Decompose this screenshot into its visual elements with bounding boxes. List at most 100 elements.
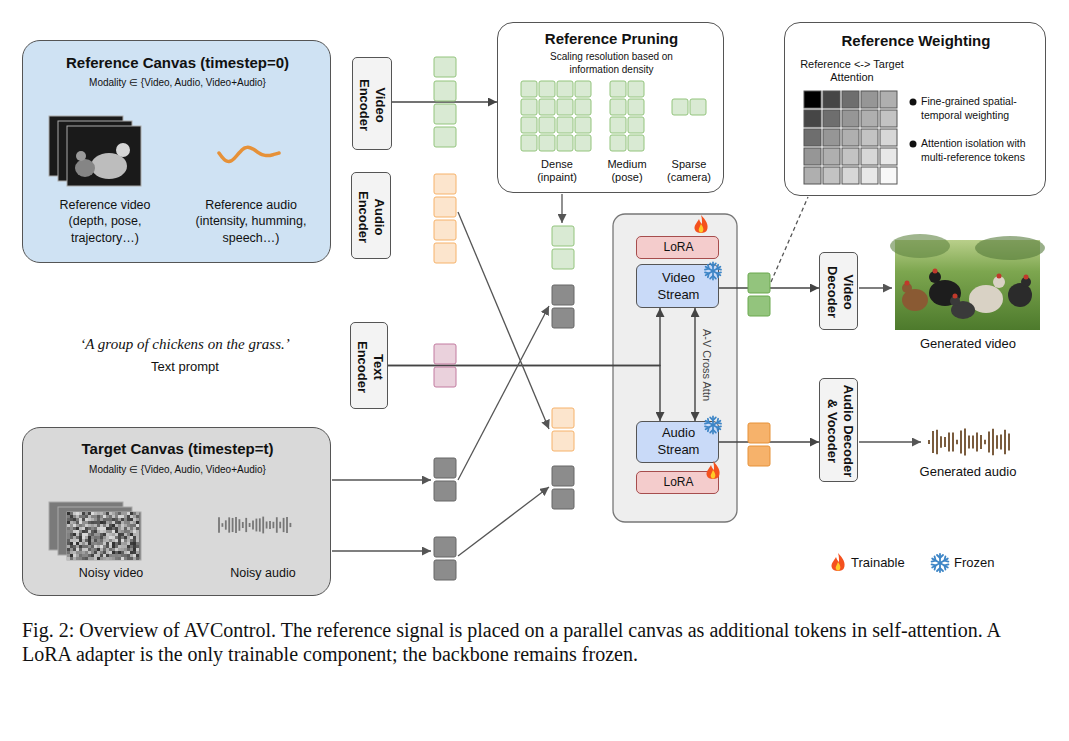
noise-bar xyxy=(228,517,230,532)
noise-bar xyxy=(255,519,257,532)
noise-pixel xyxy=(79,557,82,560)
noise-pixel xyxy=(88,524,91,527)
noise-pixel xyxy=(82,536,85,539)
noise-pixel xyxy=(79,551,82,554)
noise-pixel xyxy=(133,533,136,536)
token xyxy=(434,560,456,580)
noise-pixel xyxy=(103,557,106,560)
frozen-icon xyxy=(931,554,950,572)
noise-pixel xyxy=(115,536,118,539)
noise-pixel xyxy=(127,548,130,551)
noise-pixel xyxy=(85,554,88,557)
noise-pixel xyxy=(115,512,118,515)
noise-pixel xyxy=(73,548,76,551)
noise-pixel xyxy=(76,536,79,539)
noise-pixel xyxy=(103,527,106,530)
noise-pixel xyxy=(100,536,103,539)
noise-pixel xyxy=(70,554,73,557)
frozen-icon xyxy=(704,262,722,279)
noise-pixel xyxy=(97,539,100,542)
token xyxy=(552,489,574,509)
noise-pixel xyxy=(94,536,97,539)
connector xyxy=(388,366,660,422)
noise-pixel xyxy=(79,548,82,551)
noise-pixel xyxy=(88,518,91,521)
output-label: Generated audio xyxy=(893,464,1043,480)
noise-pixel xyxy=(82,542,85,545)
noise-pixel xyxy=(106,536,109,539)
noise-pixel xyxy=(136,521,139,524)
noise-pixel xyxy=(133,515,136,518)
waveform-bar xyxy=(992,429,994,455)
attention-cell xyxy=(880,167,897,184)
canvas-title: Target Canvas (timestep=t) xyxy=(23,439,332,459)
snowflake-tip xyxy=(705,419,721,432)
noise-pixel xyxy=(106,551,109,554)
noise-pixel xyxy=(118,545,121,548)
waveform-bar xyxy=(936,430,938,454)
noise-pixel xyxy=(82,524,85,527)
chicken-comb xyxy=(997,274,1002,279)
noise-pixel xyxy=(112,515,115,518)
token-grid-cell xyxy=(628,117,644,133)
chicken-body xyxy=(929,280,961,306)
noise-pixel xyxy=(115,551,118,554)
noise-pixel xyxy=(130,518,133,521)
noise-pixel xyxy=(112,554,115,557)
decoder-box-label: Video Decoder xyxy=(824,257,855,327)
noise-pixel xyxy=(76,545,79,548)
noise-pixel xyxy=(109,545,112,548)
token xyxy=(748,273,770,293)
noise-pixel xyxy=(121,551,124,554)
noise-pixel xyxy=(73,530,76,533)
waveform-bar xyxy=(960,431,962,454)
noise-pixel xyxy=(85,521,88,524)
noise-pixel xyxy=(112,524,115,527)
noise-pixel xyxy=(127,539,130,542)
video-frame xyxy=(58,507,132,555)
attention-cell xyxy=(861,148,878,165)
stream-block: Audio Stream xyxy=(636,421,719,463)
noise-bar xyxy=(279,522,281,528)
noise-pixel xyxy=(91,557,94,560)
noise-pixel xyxy=(88,542,91,545)
attention-cell xyxy=(861,167,878,184)
waveform-bar xyxy=(984,440,986,445)
flame-outer xyxy=(831,553,844,571)
video-frame xyxy=(67,512,141,560)
noise-pixel xyxy=(136,545,139,548)
noise-pixel xyxy=(118,530,121,533)
depth-chicken xyxy=(75,159,95,177)
noise-pixel xyxy=(76,527,79,530)
attention-cell xyxy=(823,148,840,165)
noise-pixel xyxy=(118,524,121,527)
noise-pixel xyxy=(73,542,76,545)
waveform-bar xyxy=(972,436,974,449)
token xyxy=(748,296,770,316)
attention-cell xyxy=(842,167,859,184)
snowflake-tip xyxy=(932,556,949,569)
noise-pixel xyxy=(118,512,121,515)
noise-pixel xyxy=(100,554,103,557)
noise-pixel xyxy=(94,557,97,560)
noise-bar xyxy=(266,521,268,528)
noise-pixel xyxy=(118,518,121,521)
noise-pixel xyxy=(79,542,82,545)
bullet-dot xyxy=(910,99,917,106)
canvas-title: Reference Canvas (timestep=0) xyxy=(23,53,332,73)
snowflake-arm xyxy=(931,556,950,570)
noise-pixel xyxy=(94,551,97,554)
noise-pixel xyxy=(118,557,121,560)
flow-arrow xyxy=(859,441,921,442)
noise-pixel xyxy=(70,536,73,539)
attention-cell xyxy=(804,129,821,146)
noise-pixel xyxy=(115,530,118,533)
attention-cell xyxy=(861,129,878,146)
noise-pixel xyxy=(100,548,103,551)
token-grid-cell xyxy=(610,99,626,115)
noise-pixel xyxy=(121,527,124,530)
noise-pixel xyxy=(94,527,97,530)
token-grid-cell xyxy=(521,99,537,115)
encoder-box: Text Encoder xyxy=(350,322,388,409)
token-grid-cell xyxy=(539,135,555,151)
